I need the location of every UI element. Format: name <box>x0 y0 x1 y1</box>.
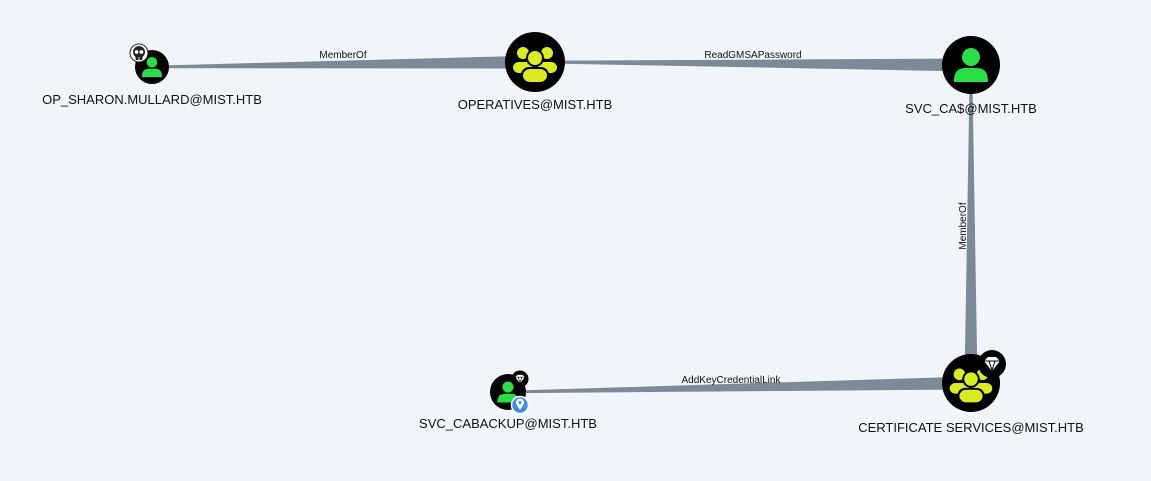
edge-readgmsapassword[interactable] <box>535 58 971 72</box>
nodes-layer: OP_SHARON.MULLARD@MIST.HTB OPERATIVES@MIS… <box>42 32 1084 435</box>
node-label: OP_SHARON.MULLARD@MIST.HTB <box>42 92 262 107</box>
gem-icon <box>511 370 529 388</box>
edge-label: ReadGMSAPassword <box>704 50 801 61</box>
node-label: OPERATIVES@MIST.HTB <box>458 97 613 112</box>
node-label: CERTIFICATE SERVICES@MIST.HTB <box>858 420 1084 435</box>
edge-addkeycredentiallink[interactable] <box>508 376 972 394</box>
edge-label: MemberOf <box>958 202 969 249</box>
skull-icon <box>129 43 149 63</box>
node-sharon[interactable]: OP_SHARON.MULLARD@MIST.HTB <box>42 43 262 107</box>
gem-icon <box>978 350 1006 378</box>
node-label: SVC_CA$@MIST.HTB <box>905 101 1037 116</box>
node-operatives[interactable]: OPERATIVES@MIST.HTB <box>458 32 613 112</box>
edge-label: MemberOf <box>319 50 366 61</box>
edges-layer <box>152 55 978 394</box>
edge-memberof[interactable] <box>152 55 536 69</box>
user-icon <box>142 57 162 77</box>
node-cert-services[interactable]: CERTIFICATE SERVICES@MIST.HTB <box>858 350 1084 435</box>
edge-memberof[interactable] <box>964 65 978 383</box>
node-svc-ca[interactable]: SVC_CA$@MIST.HTB <box>905 36 1037 116</box>
node-svc-cabackup[interactable]: SVC_CABACKUP@MIST.HTB <box>419 370 597 432</box>
node-label: SVC_CABACKUP@MIST.HTB <box>419 416 597 431</box>
edge-label: AddKeyCredentialLink <box>682 375 782 386</box>
target-pin-icon <box>510 395 530 415</box>
group-icon <box>513 47 557 83</box>
group-icon <box>949 368 993 404</box>
user-icon <box>954 48 988 82</box>
